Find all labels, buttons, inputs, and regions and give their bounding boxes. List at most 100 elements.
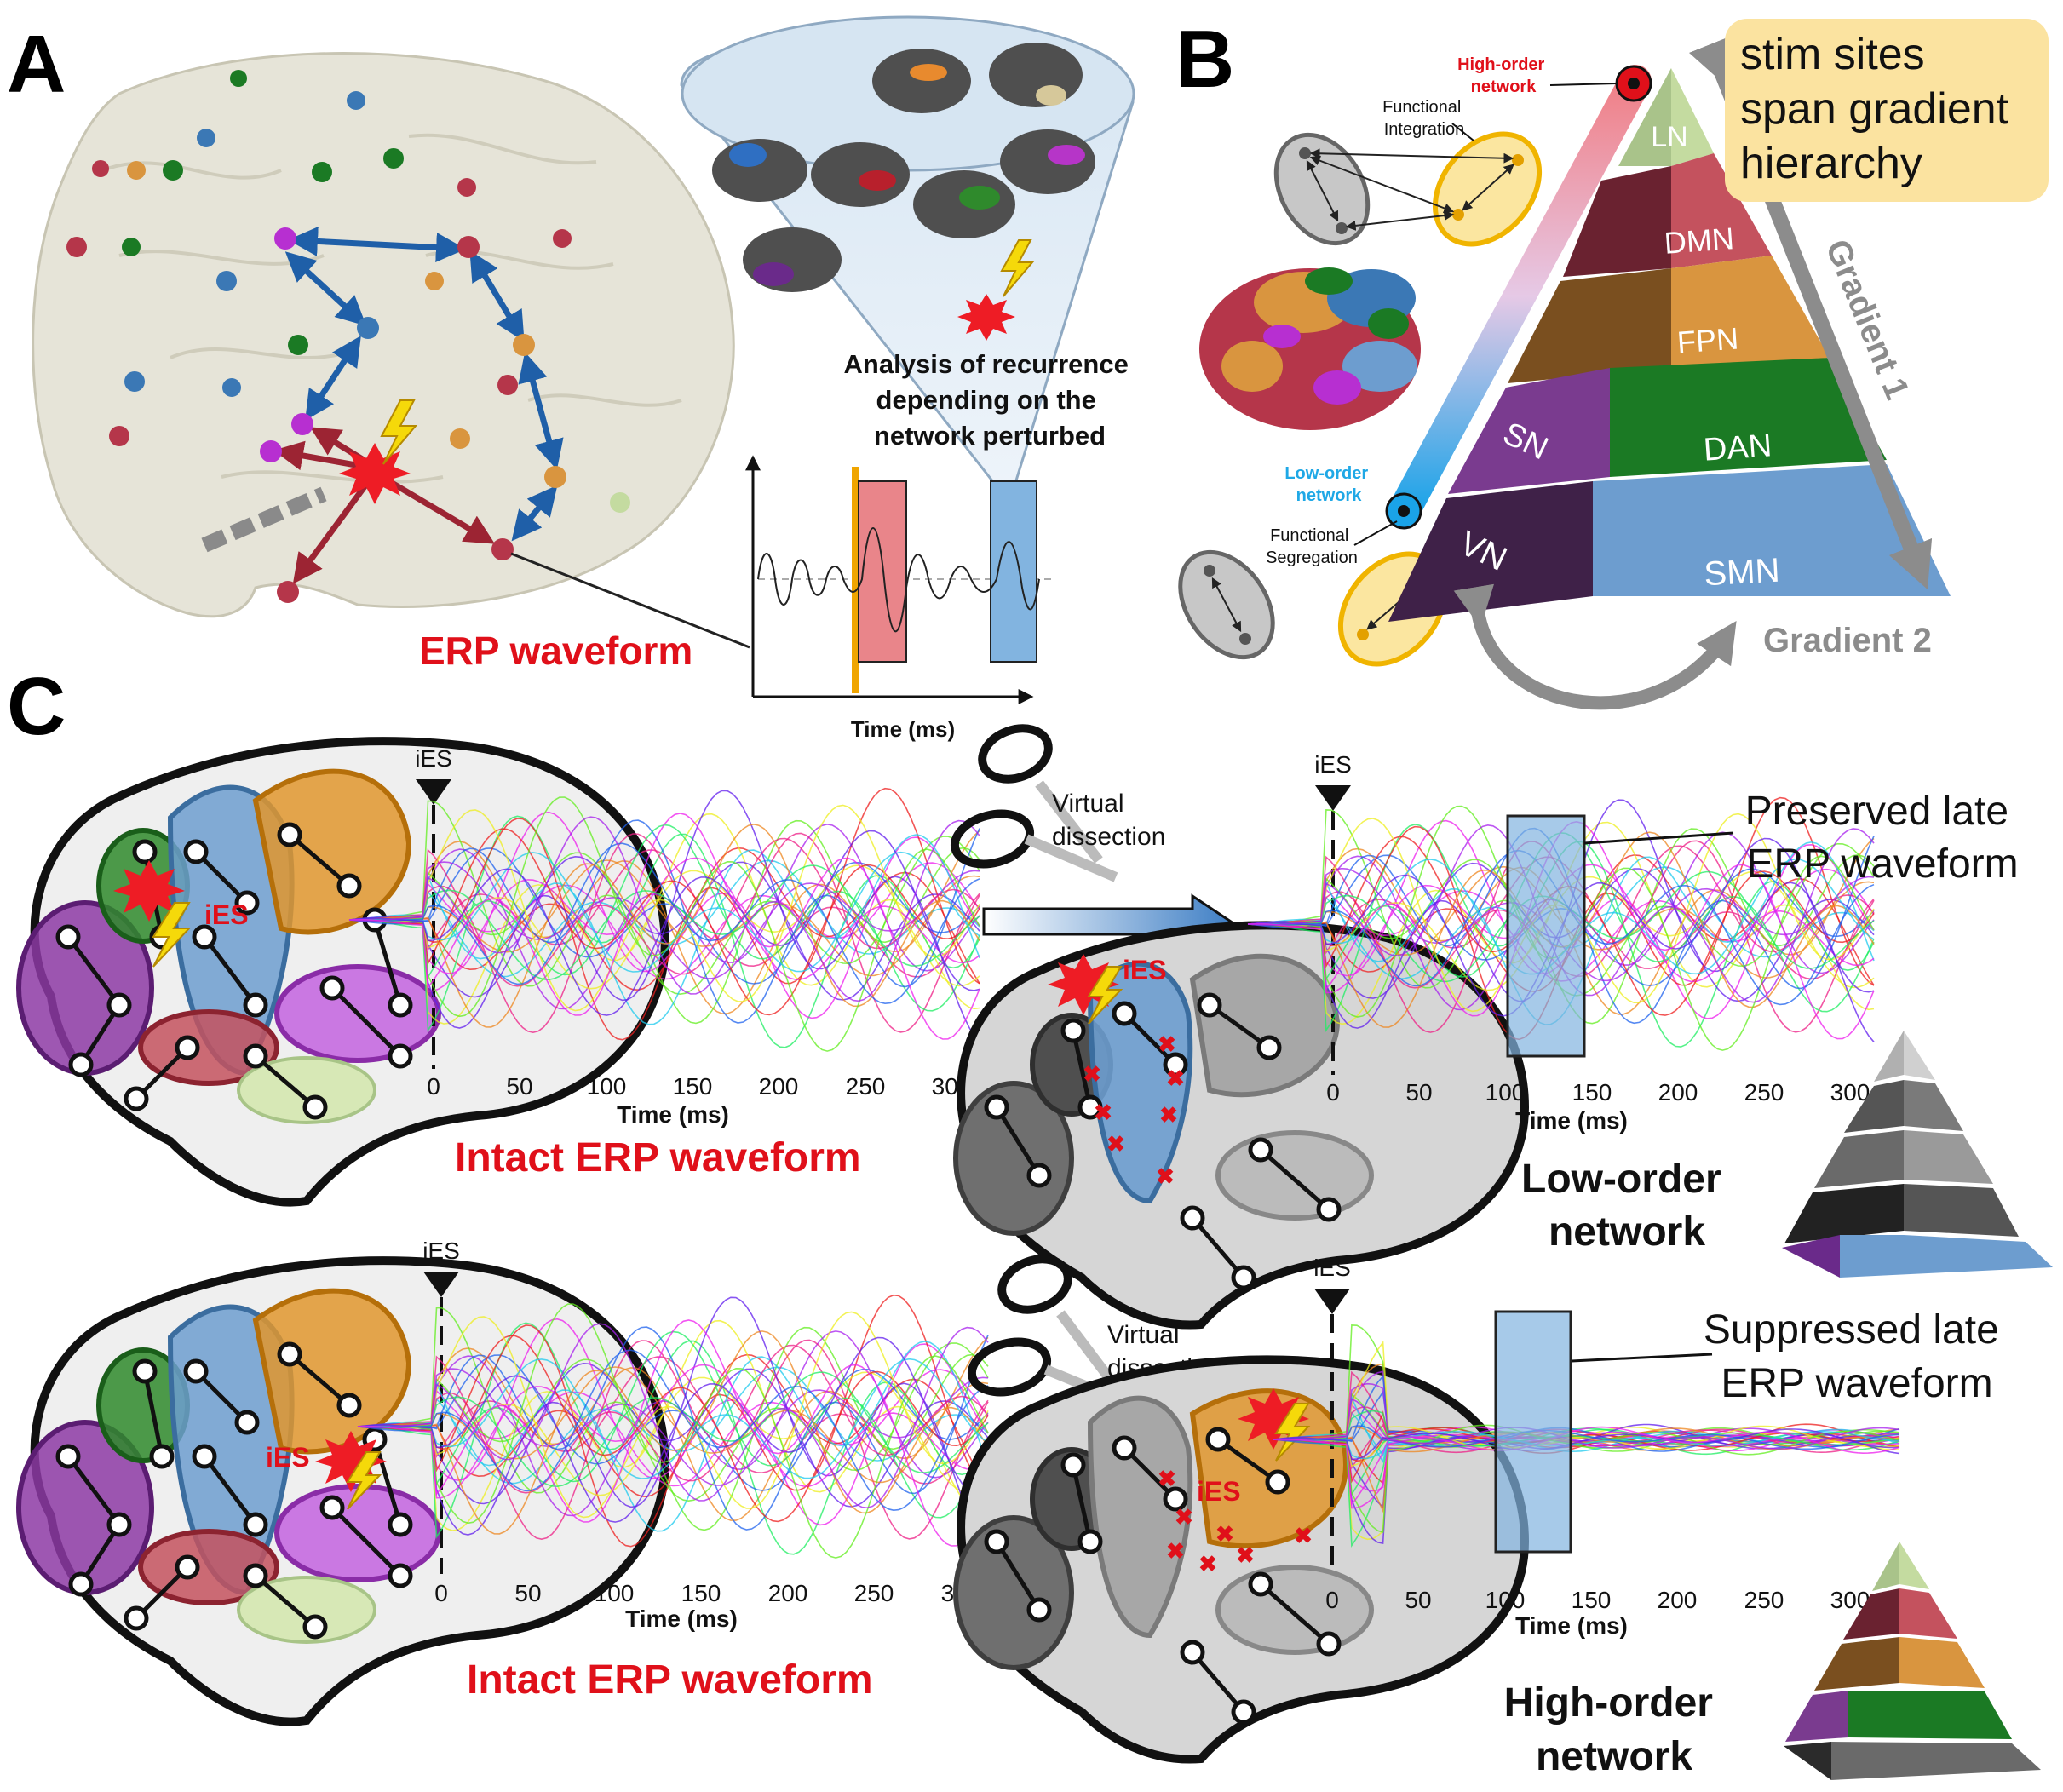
- time-tick-label: 200: [1658, 1079, 1698, 1106]
- erp-trace: [358, 1362, 989, 1508]
- svg-text:iES: iES: [422, 1238, 460, 1264]
- erp-trace: [358, 1311, 989, 1519]
- erp-trace: [1273, 1428, 1900, 1461]
- svg-text:✖: ✖: [1159, 1102, 1178, 1128]
- stim-box-line-2: span gradient: [1740, 84, 2009, 134]
- erp-trace: [348, 842, 980, 1005]
- time-tick-label: 50: [1405, 1587, 1431, 1613]
- svg-text:✖: ✖: [1083, 1061, 1101, 1087]
- time-tick-label: 50: [514, 1580, 541, 1606]
- lightning-icon-c3: [346, 1451, 382, 1510]
- time-tick-label: 250: [1744, 1079, 1784, 1106]
- label-ln: LN: [1651, 121, 1687, 153]
- stim-box-line-1: stim sites: [1740, 30, 1925, 79]
- scissors-icon-row1: [950, 724, 1118, 882]
- erp-trace: [357, 1294, 989, 1548]
- erp-trace: [348, 834, 980, 1025]
- gradient-tube: [1388, 65, 1652, 527]
- time-tick-label: 100: [587, 1073, 627, 1100]
- lightning-icon-c1: [152, 902, 192, 968]
- time-tick-label: 200: [768, 1580, 808, 1606]
- erp-trace: [357, 1371, 989, 1496]
- stim-burst-a: [339, 443, 411, 504]
- orange-stim-bar: [852, 467, 859, 693]
- svg-text:Time (ms): Time (ms): [1515, 1107, 1628, 1134]
- intact-erp-label-row2: Intact ERP waveform: [467, 1657, 873, 1703]
- erp-trace: [1273, 1398, 1900, 1450]
- glass-brain: [32, 52, 735, 618]
- erp-trace: [1273, 1426, 1900, 1507]
- erp-trace: [348, 787, 980, 1041]
- preserved-window: [1506, 814, 1586, 1058]
- erp-trace: [349, 837, 980, 987]
- virtual-dissection-row1: Virtual dissection: [1052, 790, 1165, 851]
- lightning-icon-c2: [1087, 966, 1123, 1025]
- time-tick-label: 0: [1326, 1079, 1340, 1106]
- schematic-brain-row2: [16, 1256, 669, 1726]
- svg-text:✖: ✖: [1175, 1504, 1193, 1530]
- intact-erp-label-row1: Intact ERP waveform: [455, 1135, 861, 1180]
- erp-trace: [348, 859, 980, 977]
- svg-text:✖: ✖: [1166, 1065, 1185, 1091]
- erp-trace: [349, 796, 980, 1052]
- label-smn: SMN: [1703, 552, 1780, 594]
- erp-trace: [348, 811, 980, 1019]
- erp-trace: [349, 855, 980, 1001]
- time-tick-label: 250: [1744, 1587, 1784, 1613]
- erp-trace: [348, 864, 980, 990]
- label-fpn: FPN: [1676, 321, 1740, 360]
- erp-trace: [1273, 1430, 1900, 1460]
- erp-mini-time-label: Time (ms): [851, 716, 955, 742]
- svg-text:Time (ms): Time (ms): [617, 1101, 729, 1128]
- time-tick-label: 100: [595, 1580, 635, 1606]
- erp-trace: [1273, 1425, 1900, 1450]
- erp-trace: [357, 1349, 989, 1512]
- time-tick-label: 300: [1830, 1079, 1870, 1106]
- level-ln-left: [1618, 68, 1671, 166]
- functional-integration-label: Functional Integration: [1382, 98, 1466, 139]
- stim-burst-c1: [113, 860, 185, 922]
- high-order-network-caption: High-order network: [1504, 1680, 1725, 1779]
- erp-trace: [348, 857, 980, 992]
- time-tick-label: 100: [1485, 1587, 1526, 1613]
- label-dmn: DMN: [1664, 221, 1736, 261]
- integration-ellipses: [1273, 131, 1543, 247]
- svg-text:✖: ✖: [1166, 1538, 1185, 1564]
- level-fpn-left: [1508, 268, 1671, 383]
- erp-trace: [358, 1369, 989, 1487]
- schematic-brain-row1: [16, 737, 669, 1207]
- time-tick-label: 100: [1485, 1079, 1526, 1106]
- level-dmn-left: [1563, 166, 1671, 277]
- erp-waveform-label: ERP waveform: [419, 629, 692, 673]
- erp-trace: [357, 1318, 989, 1526]
- erp-trace: [358, 1303, 989, 1559]
- gradient-2-arrow: [1453, 583, 1737, 710]
- erp-trace: [357, 1296, 989, 1550]
- time-tick-label: 0: [427, 1073, 440, 1100]
- erp-trace: [358, 1344, 989, 1494]
- time-tick-label: 0: [1325, 1587, 1339, 1613]
- erp-trace: [348, 830, 980, 1016]
- glass-brain-stem: [201, 486, 327, 553]
- label-dan: DAN: [1703, 428, 1773, 468]
- svg-text:✖: ✖: [1294, 1523, 1313, 1548]
- network-nodes: [260, 227, 566, 603]
- erp-trace: [357, 1358, 989, 1479]
- svg-text:Time (ms): Time (ms): [625, 1605, 738, 1632]
- time-tick-label: 150: [681, 1580, 721, 1606]
- erp-trace: [348, 790, 980, 1043]
- ies-label-c2: iES: [1123, 955, 1167, 985]
- erp-trace: [1273, 1410, 1900, 1447]
- high-order-network-label: High-order network: [1457, 55, 1549, 96]
- svg-text:iES: iES: [1314, 751, 1352, 778]
- erp-pointer-line: [510, 552, 750, 649]
- ies-label-c1: iES: [204, 899, 249, 930]
- functional-segregation-label: Functional Segregation: [1266, 526, 1358, 567]
- svg-text:✖: ✖: [1215, 1521, 1234, 1547]
- erp-trace: [357, 1368, 989, 1486]
- svg-text:✖: ✖: [1158, 1031, 1176, 1057]
- erp-trace: [357, 1323, 989, 1509]
